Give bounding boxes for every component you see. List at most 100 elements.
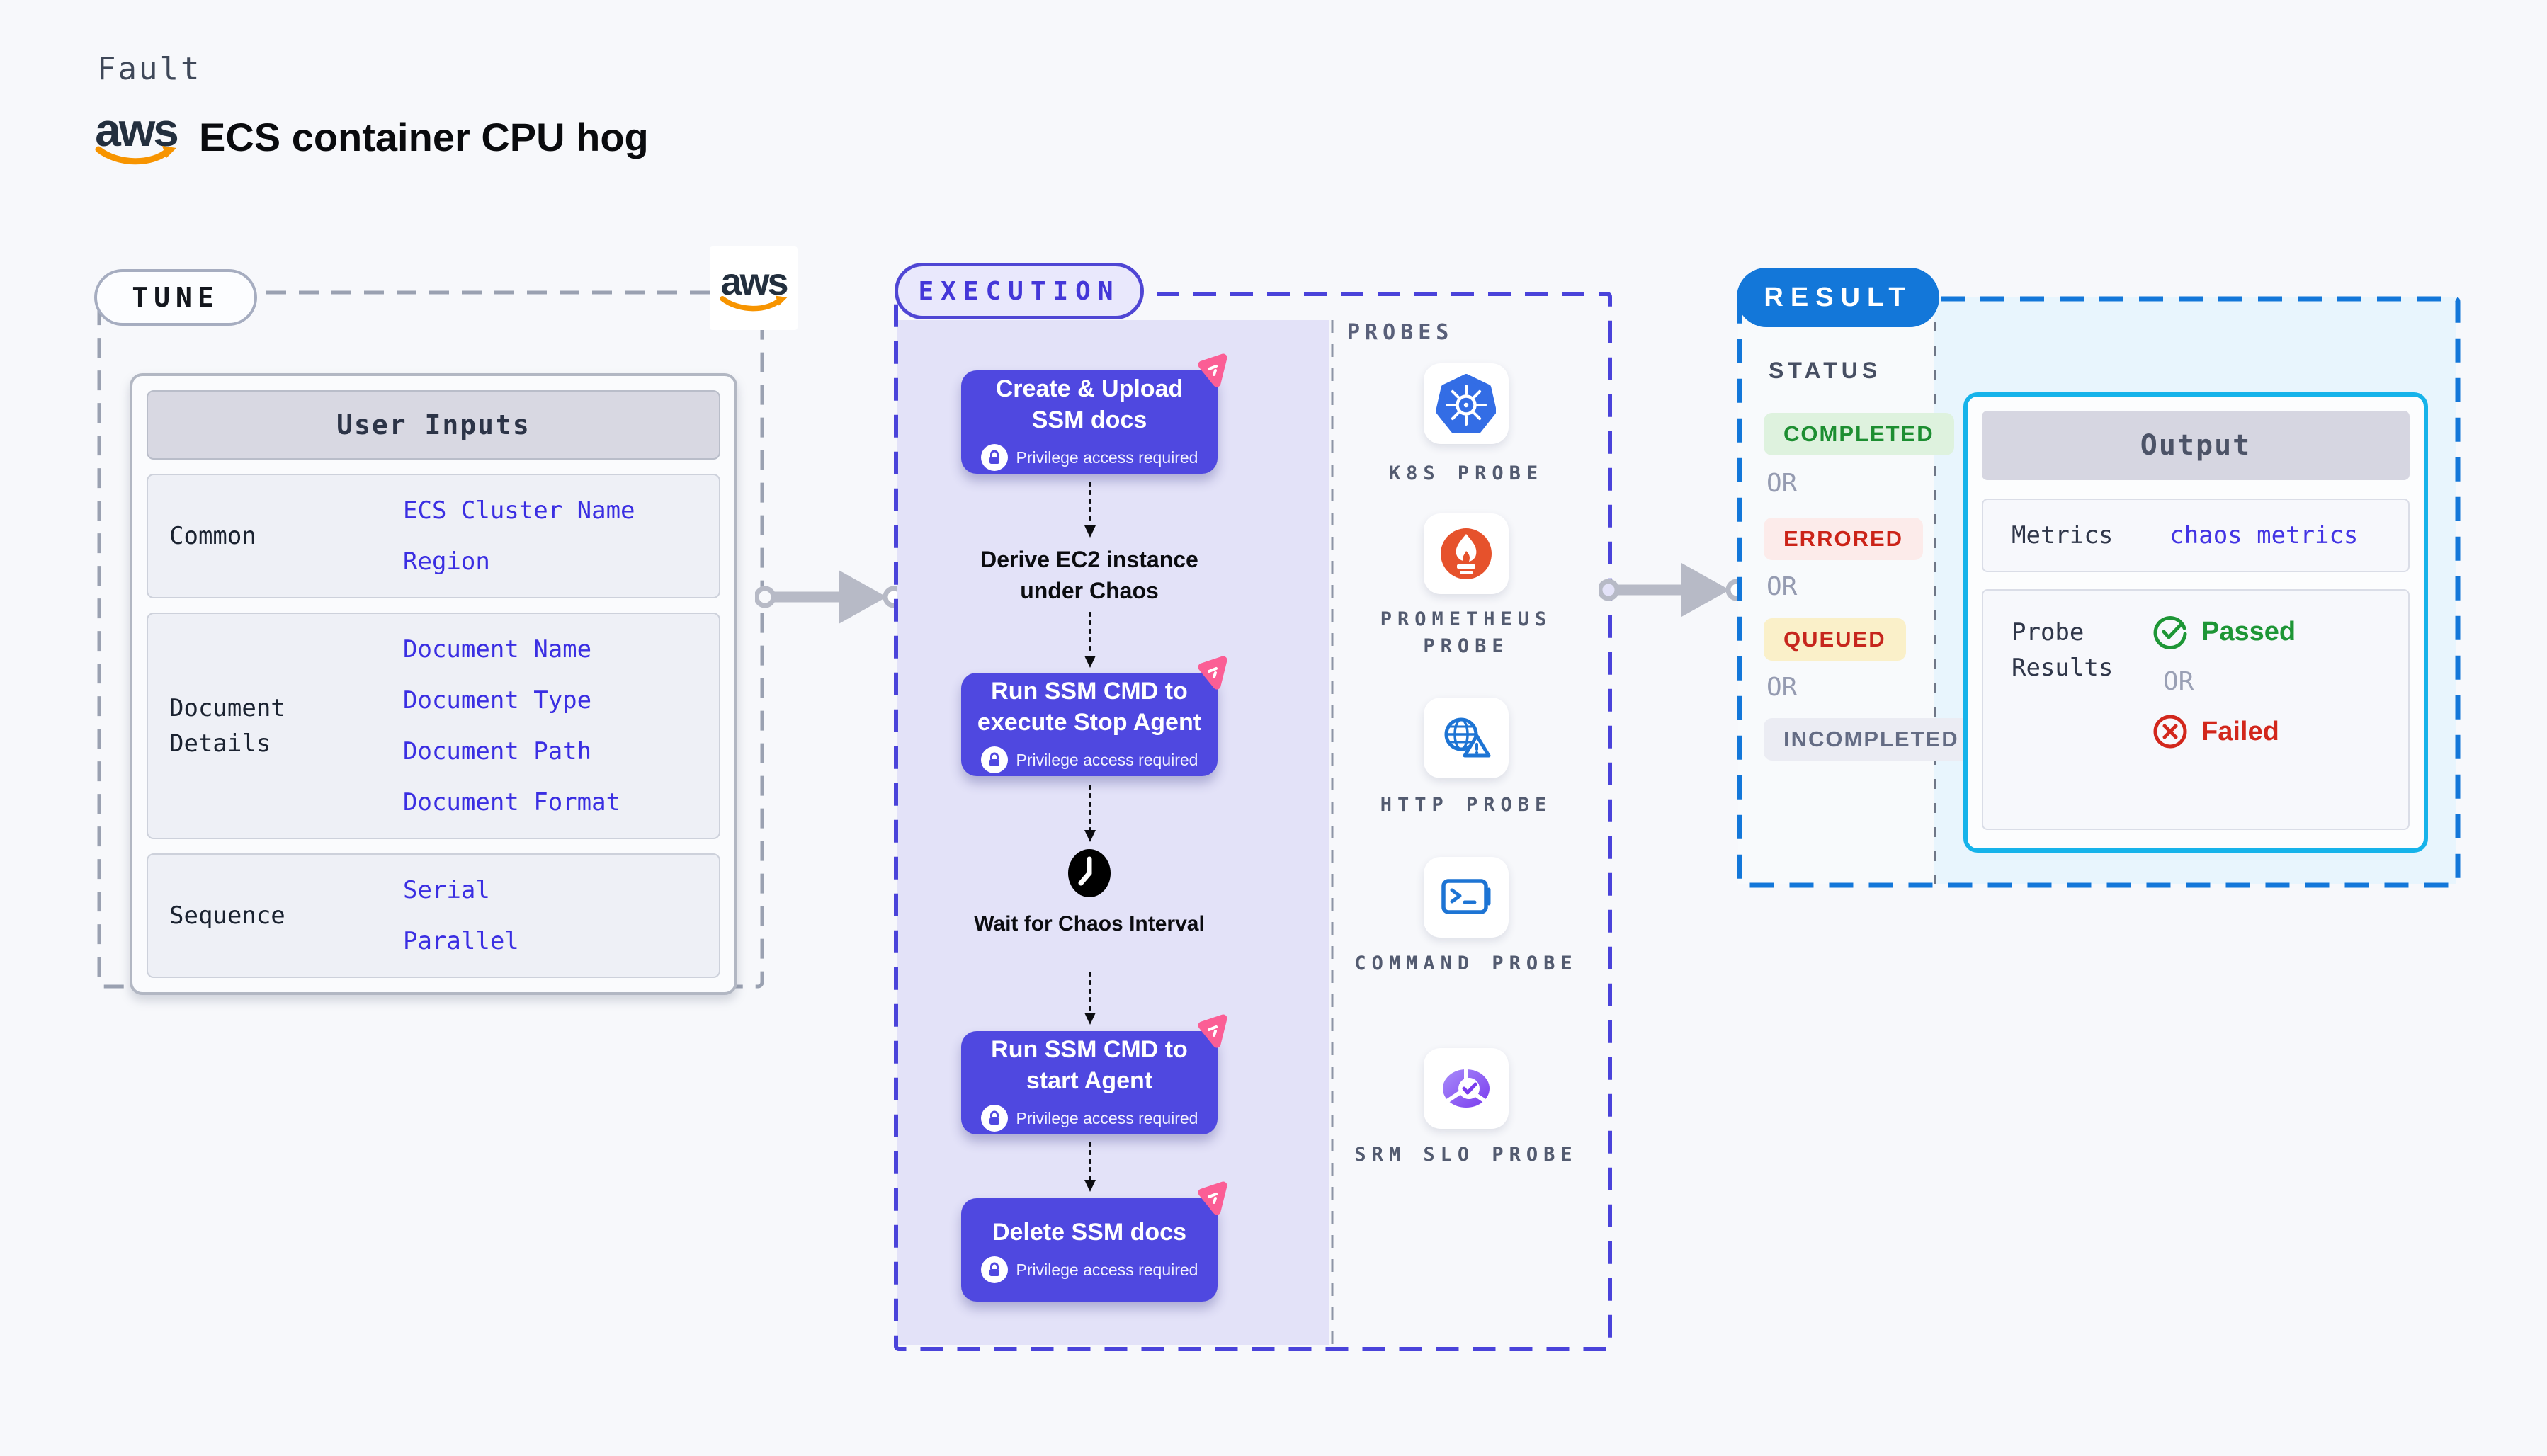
probe-card-srm-slo: [1424, 1048, 1509, 1129]
aws-wordmark: aws: [95, 103, 179, 156]
execution-label: EXECUTION: [918, 276, 1121, 306]
status-output-divider: [1934, 297, 1936, 884]
privilege-badge: Privilege access required: [980, 1256, 1198, 1283]
step-run-ssm-start-agent[interactable]: Run SSM CMD to start Agent Privilege acc…: [961, 1014, 1227, 1134]
row-label: Document Details: [169, 694, 285, 758]
chaos-pinwheel-icon: [1198, 353, 1227, 387]
probe-result-failed: Failed: [2153, 715, 2401, 749]
flow-arrow-down: [1084, 785, 1096, 842]
user-inputs-row-document-details: Document Details Document Name Document …: [147, 613, 720, 839]
step-delete-ssm-docs[interactable]: Delete SSM docs Privilege access require…: [961, 1181, 1227, 1302]
status-or-separator: OR: [1766, 469, 1798, 498]
terminal-icon: [1441, 879, 1491, 914]
input-field-name: Document Name: [403, 635, 592, 664]
chaos-pinwheel-icon: [1198, 656, 1227, 690]
wait-clock-icon: [1068, 849, 1111, 897]
status-heading: STATUS: [1769, 358, 1882, 383]
row-label: Common: [169, 522, 256, 550]
privilege-badge: Privilege access required: [980, 444, 1198, 471]
flow-arrow-down: [1084, 612, 1096, 668]
flow-arrow-down: [1084, 1142, 1096, 1192]
prometheus-icon: [1441, 528, 1492, 579]
aws-smile-icon: [95, 146, 176, 165]
tune-label: TUNE: [132, 282, 220, 313]
x-circle-icon: [2153, 715, 2187, 749]
user-inputs-header: User Inputs: [147, 390, 720, 460]
lock-icon: [980, 444, 1008, 471]
execution-flow-panel: [897, 320, 1329, 1345]
privilege-badge-text: Privilege access required: [1016, 750, 1198, 769]
passed-text: Passed: [2201, 616, 2296, 647]
aws-wordmark: aws: [720, 261, 788, 303]
page-title: ECS container CPU hog: [199, 114, 649, 159]
aws-logo: aws: [94, 103, 179, 167]
input-field-name: Parallel: [403, 927, 519, 955]
privilege-badge-text: Privilege access required: [1016, 1260, 1198, 1279]
check-circle-icon: [2153, 616, 2187, 649]
tune-section-pill: TUNE: [94, 269, 257, 326]
row-label: Sequence: [169, 902, 285, 930]
chaos-pinwheel-icon: [1198, 1014, 1227, 1048]
connector-arrow-tune-execution: [755, 570, 905, 624]
input-field-name: Document Type: [403, 686, 592, 715]
metrics-label: Metrics: [2012, 521, 2114, 550]
chaos-metrics-link[interactable]: chaos metrics: [2169, 521, 2359, 550]
metrics-row: Metrics chaos metrics: [1982, 499, 2410, 572]
lock-icon: [980, 746, 1008, 773]
fault-eyebrow: Fault: [97, 51, 202, 87]
kubernetes-icon: [1436, 374, 1496, 433]
status-badge-queued: QUEUED: [1764, 618, 1906, 661]
probe-card-k8s: [1424, 363, 1509, 444]
output-header: Output: [1982, 411, 2410, 480]
probe-results-row: Probe Results Passed OR Faile: [1982, 589, 2410, 830]
privilege-badge: Privilege access required: [980, 746, 1198, 773]
status-badge-errored: ERRORED: [1764, 518, 1924, 560]
lock-icon: [980, 1105, 1008, 1132]
aws-smile-icon: [720, 295, 788, 312]
lock-icon: [980, 1256, 1008, 1283]
privilege-badge: Privilege access required: [980, 1105, 1198, 1132]
probe-label: SRM SLO PROBE: [1354, 1144, 1578, 1166]
status-or-separator: OR: [1766, 673, 1798, 702]
execution-dashed-border: [894, 292, 1612, 1351]
step-title: Create & Upload SSM docs: [995, 375, 1184, 433]
slo-donut-check-icon: [1443, 1068, 1490, 1108]
failed-text: Failed: [2201, 716, 2279, 746]
privilege-badge-text: Privilege access required: [1016, 448, 1198, 467]
output-card: Output Metrics chaos metrics Probe Resul…: [1963, 392, 2428, 853]
probe-label: HTTP PROBE: [1380, 794, 1553, 816]
probe-result-or-separator: OR: [2163, 667, 2194, 696]
probe-card-prometheus: [1424, 513, 1509, 594]
step-title: Run SSM CMD to execute Stop Agent: [977, 678, 1202, 736]
step-derive-ec2-note: Derive EC2 instance under Chaos: [980, 547, 1198, 603]
step-run-ssm-stop-agent[interactable]: Run SSM CMD to execute Stop Agent Privil…: [961, 656, 1227, 776]
status-column: [1738, 297, 1934, 884]
result-section-pill: RESULT: [1737, 268, 1939, 327]
privilege-badge-text: Privilege access required: [1016, 1108, 1198, 1127]
execution-section-pill: EXECUTION: [895, 263, 1144, 319]
status-badge-completed: COMPLETED: [1764, 413, 1954, 455]
probes-divider: [1331, 320, 1334, 1345]
user-inputs-row-sequence: Sequence Serial Parallel: [147, 853, 720, 978]
step-create-upload-ssm-docs[interactable]: Create & Upload SSM docs Privilege acces…: [961, 353, 1227, 474]
connector-arrow-execution-result: [1599, 563, 1748, 617]
user-inputs-card: User Inputs Common ECS Cluster Name Regi…: [130, 373, 737, 995]
result-dashed-border: [1737, 296, 2461, 888]
probe-card-http: [1424, 698, 1509, 778]
probe-results-label: Probe Results: [2012, 618, 2114, 682]
status-badge-incompleted: INCOMPLETED: [1764, 718, 1979, 761]
step-title: Delete SSM docs: [992, 1219, 1186, 1246]
http-globe-warning-icon: [1444, 717, 1491, 758]
status-or-separator: OR: [1766, 572, 1798, 601]
input-field-name: Region: [403, 547, 490, 576]
input-field-name: Document Path: [403, 737, 592, 766]
step-wait-chaos-interval-note: Wait for Chaos Interval: [974, 912, 1205, 935]
chaos-pinwheel-icon: [1198, 1181, 1227, 1215]
flow-arrow-down: [1084, 972, 1096, 1025]
probe-card-command: [1424, 857, 1509, 938]
probe-result-passed: Passed: [2153, 615, 2401, 649]
result-label: RESULT: [1764, 282, 1912, 312]
input-field-name: Document Format: [403, 788, 621, 817]
input-field-name: Serial: [403, 876, 490, 904]
